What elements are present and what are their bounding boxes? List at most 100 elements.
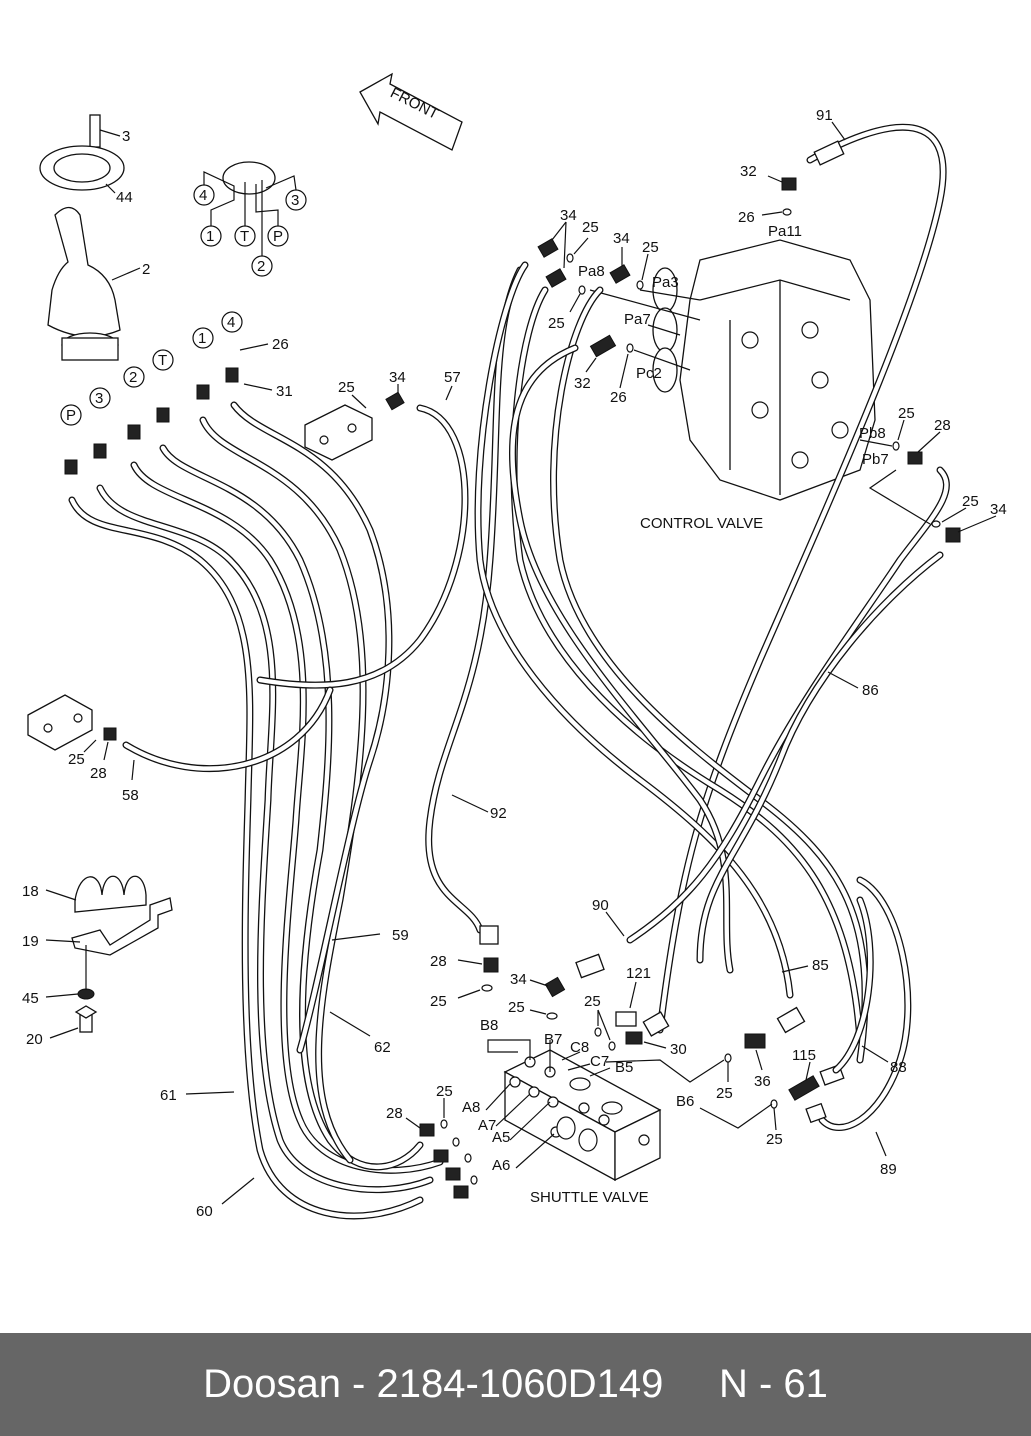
callout-34-e: 34 (510, 971, 527, 988)
callout-34-b: 34 (560, 207, 577, 224)
port-A8: A8 (462, 1099, 480, 1116)
fitting-85-end (776, 1006, 806, 1034)
callout-36: 36 (754, 1073, 771, 1090)
callout-28-d: 28 (386, 1105, 403, 1122)
callout-88: 88 (890, 1059, 907, 1076)
port-marker-4: 4 (227, 314, 235, 331)
shuttle-inlet-fittings (405, 1098, 478, 1199)
callout-90: 90 (592, 897, 609, 914)
port-marker-3: 3 (95, 390, 103, 407)
callout-25-d: 25 (642, 239, 659, 256)
fitting-90-end (575, 953, 605, 979)
port-Pa7: Pa7 (624, 311, 651, 328)
tee-fitting-36 (744, 1033, 766, 1049)
port-legend-T: T (240, 228, 249, 245)
port-A7: A7 (478, 1117, 496, 1134)
hose-91 (656, 121, 947, 1034)
callout-44-plate: 44 (116, 189, 133, 206)
callout-2-lever: 2 (142, 261, 150, 278)
callout-86: 86 (862, 682, 879, 699)
callout-25-h: 25 (430, 993, 447, 1010)
callout-18: 18 (22, 883, 39, 900)
callout-45: 45 (22, 990, 39, 1007)
callout-25-j: 25 (584, 993, 601, 1010)
joystick-port-markers (60, 311, 243, 426)
callout-85: 85 (812, 957, 829, 974)
callout-25-e: 25 (548, 315, 565, 332)
callout-28-a: 28 (90, 765, 107, 782)
port-marker-1: 1 (198, 330, 206, 347)
control-valve-label: CONTROL VALVE (640, 515, 763, 532)
callout-121: 121 (626, 965, 651, 982)
port-legend-4: 4 (199, 187, 207, 204)
callout-28-c: 28 (430, 953, 447, 970)
callout-59: 59 (392, 927, 409, 944)
port-B6: B6 (676, 1093, 694, 1110)
callout-31: 31 (276, 383, 293, 400)
port-A6: A6 (492, 1157, 510, 1174)
shuttle-valve (485, 1039, 662, 1182)
hose-86 (626, 466, 950, 964)
callout-25-g: 25 (962, 493, 979, 510)
port-Pa11: Pa11 (768, 223, 802, 240)
port-C8: C8 (570, 1039, 589, 1056)
port-A5: A5 (492, 1129, 510, 1146)
port-legend-P: P (273, 228, 283, 245)
footer-separator: - (340, 1362, 377, 1406)
callout-25-a: 25 (338, 379, 355, 396)
control-valve-fittings (537, 221, 701, 389)
callout-25-c: 25 (582, 219, 599, 236)
callout-61: 61 (160, 1087, 177, 1104)
callout-60: 60 (196, 1203, 213, 1220)
callout-28-b: 28 (934, 417, 951, 434)
port-marker-T: T (158, 352, 167, 369)
joystick-fittings (64, 343, 273, 475)
port-Pc2: Pc2 (636, 365, 662, 382)
joystick-assembly (39, 114, 141, 361)
callout-92: 92 (490, 805, 507, 822)
port-legend (193, 161, 307, 277)
callout-25-f: 25 (898, 405, 915, 422)
control-valve (652, 239, 876, 501)
port-Pa8: Pa8 (578, 263, 605, 280)
front-direction-arrow: FRONT (359, 72, 463, 151)
callout-91: 91 (816, 107, 833, 124)
hose-92 (425, 266, 524, 934)
footer-brand: Doosan (203, 1362, 341, 1406)
callout-62: 62 (374, 1039, 391, 1056)
callout-19: 19 (22, 933, 39, 950)
hydraulic-parts-diagram: FRONT 3 44 2 4 1 T P 2 3 (22, 72, 1007, 1220)
left-upper-block (256, 384, 469, 689)
callout-25-l: 25 (766, 1131, 783, 1148)
port-legend-1: 1 (206, 228, 214, 245)
callout-32-b: 32 (574, 375, 591, 392)
port-C7: C7 (590, 1053, 609, 1070)
callout-25-k: 25 (716, 1085, 733, 1102)
callout-26-a: 26 (272, 336, 289, 353)
callout-25-i: 25 (508, 999, 525, 1016)
callout-25-m: 25 (436, 1083, 453, 1100)
callout-89: 89 (880, 1161, 897, 1178)
callout-26-b: 26 (738, 209, 755, 226)
pilot-hoses-left (68, 401, 444, 1220)
port-Pb7: Pb7 (862, 451, 889, 468)
callout-34-c: 34 (613, 230, 630, 247)
footer-part-number: 2184-1060D149 (376, 1362, 664, 1406)
port-Pb8: Pb8 (859, 425, 886, 442)
port-legend-3: 3 (291, 192, 299, 209)
clamp-assembly (45, 875, 173, 1039)
control-to-shuttle-hoses (474, 261, 869, 1064)
port-Pa3: Pa3 (652, 274, 679, 291)
callout-115: 115 (792, 1047, 816, 1064)
port-B5: B5 (615, 1059, 633, 1076)
port-marker-2: 2 (129, 369, 137, 386)
footer-gap (663, 1362, 719, 1407)
callout-34-d: 34 (990, 501, 1007, 518)
port-B7: B7 (544, 1031, 562, 1048)
left-lower-block (27, 686, 334, 781)
callout-32-a: 32 (740, 163, 757, 180)
callout-20: 20 (26, 1031, 43, 1048)
callout-26-c: 26 (610, 389, 627, 406)
footer-page-ref: N - 61 (718, 1362, 828, 1406)
port-legend-2: 2 (257, 258, 265, 275)
